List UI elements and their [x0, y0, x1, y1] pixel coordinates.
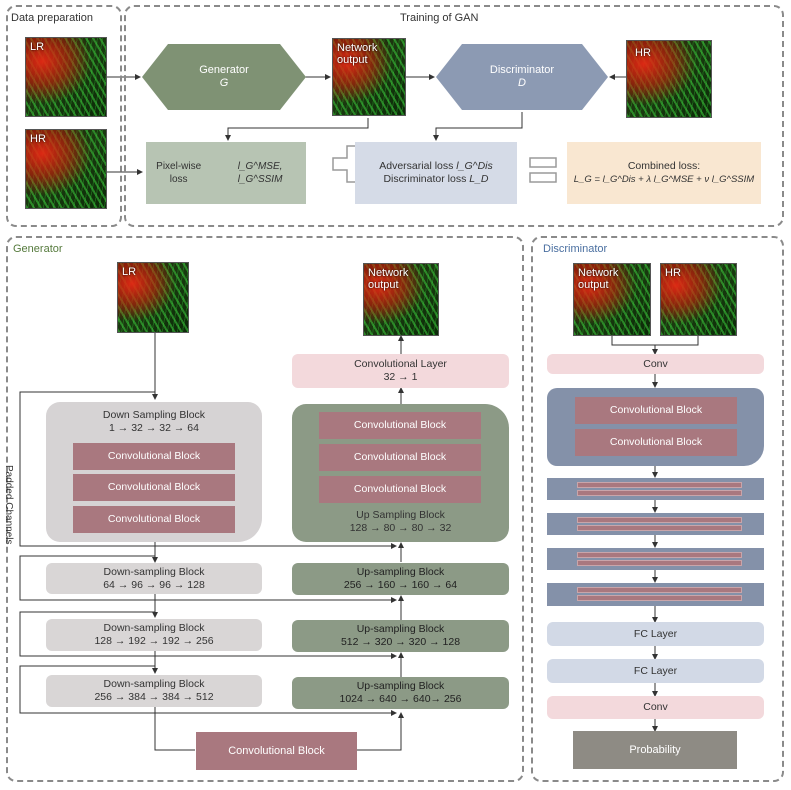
data-prep-panel: [6, 5, 122, 227]
gen-up-conv-block-1: Convolutional Block: [319, 412, 481, 439]
generator-node-symbol: G: [219, 77, 229, 89]
generator-lr-image: LR: [117, 262, 189, 333]
generator-title: Generator: [13, 243, 63, 255]
generator-panel: [6, 236, 524, 782]
disc-fc-layer-2: FC Layer: [547, 659, 764, 683]
discriminator-node: Discriminator D: [462, 58, 582, 96]
disc-fc-layer-1: FC Layer: [547, 622, 764, 646]
disc-block-6: [547, 583, 764, 606]
gen-down-conv-block-2: Convolutional Block: [73, 474, 235, 501]
discriminator-panel: [531, 236, 784, 782]
bottleneck-conv-block: Convolutional Block: [196, 732, 357, 770]
gen-down-conv-block-3: Convolutional Block: [73, 506, 235, 533]
combined-loss-title: Combined loss:: [627, 160, 701, 172]
training-panel: [124, 5, 784, 227]
padded-channels-label: Padded Channels: [3, 465, 14, 545]
disc-conv-top: Conv: [547, 354, 764, 374]
disc-block-3: [547, 478, 764, 500]
discriminator-title: Discriminator: [543, 243, 608, 255]
gen-up-conv-block-2: Convolutional Block: [319, 444, 481, 471]
generator-node: Generator G: [168, 58, 280, 96]
combined-loss-formula: L_G = l_G^Dis + λ l_G^MSE + ν l_G^SSIM: [573, 174, 755, 185]
hr-image-discriminator-input: HR: [626, 40, 712, 118]
discriminator-node-label: Discriminator: [489, 64, 555, 76]
gen-down-conv-block-1: Convolutional Block: [73, 443, 235, 470]
pixel-loss-box: Pixel-wise loss l_G^MSE, l_G^SSIM: [146, 142, 306, 204]
discriminator-hexagon: [436, 44, 608, 110]
equals-icon: [529, 157, 557, 168]
disc-block-4: [547, 513, 764, 535]
disc-conv-bottom: Conv: [547, 696, 764, 719]
adversarial-loss-box: Adversarial loss l_G^Dis Discriminator l…: [355, 142, 517, 204]
training-title: Training of GAN: [400, 12, 479, 24]
discriminator-node-symbol: D: [518, 77, 526, 89]
hr-image: HR: [25, 129, 107, 209]
data-prep-title: Data preparation: [11, 12, 93, 24]
combined-loss-box: Combined loss: L_G = l_G^Dis + λ l_G^MSE…: [567, 142, 761, 204]
disc-hr-image: HR: [660, 263, 737, 336]
generator-hexagon: [142, 44, 306, 110]
disc-block-5: [547, 548, 764, 570]
generator-node-label: Generator: [199, 64, 249, 76]
lr-image: LR: [25, 37, 107, 117]
disc-probability: Probability: [573, 731, 737, 769]
pixel-loss-terms: l_G^MSE, l_G^SSIM: [237, 161, 283, 185]
disc-conv-block-1: Convolutional Block: [575, 397, 737, 424]
disc-conv-block-2: Convolutional Block: [575, 429, 737, 456]
gen-up-conv-block-3: Convolutional Block: [319, 476, 481, 503]
